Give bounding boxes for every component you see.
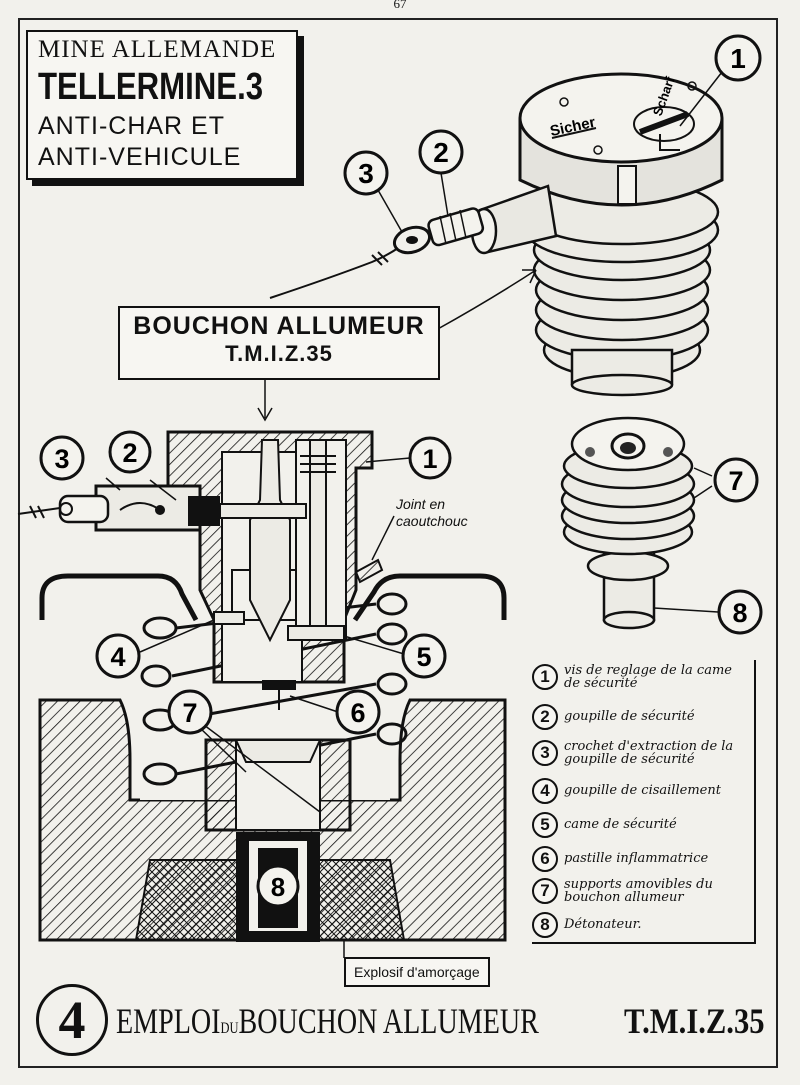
figure-number: 4 (36, 984, 108, 1056)
cross-section-view (17, 430, 507, 958)
legend-item: 1 vis de reglage de la came de sécurité (532, 664, 750, 690)
footer-heading-part-2: BOUCHON ALLUMEUR (238, 1001, 539, 1041)
legend-number: 2 (532, 704, 558, 730)
callout-5-section: 5 (401, 633, 447, 679)
svg-text:8: 8 (732, 598, 747, 628)
svg-text:3: 3 (54, 444, 69, 474)
legend-item: 5 came de sécurité (532, 812, 750, 838)
legend-number: 4 (532, 778, 558, 804)
callout-8-support: 8 (653, 589, 763, 635)
legend-item: 7 supports amovibles du bouchon allumeur (532, 878, 750, 904)
title-line-2: TELLERMINE.3 (38, 66, 264, 108)
callout-8-section: 8 (256, 864, 300, 908)
title-line-1: MINE ALLEMANDE (38, 36, 277, 63)
svg-text:6: 6 (350, 698, 365, 728)
callout-7-support: 7 (713, 457, 759, 503)
footer-heading: EMPLOIDUBOUCHON ALLUMEUR (116, 1000, 539, 1042)
page-number: 67 (393, 0, 407, 11)
svg-text:5: 5 (416, 642, 431, 672)
footer-heading-part-1: EMPLOI (116, 1001, 221, 1041)
legend-item: 8 Détonateur. (532, 912, 750, 938)
legend-item: 2 goupille de sécurité (532, 704, 750, 730)
callout-2-top: 2 (418, 129, 464, 217)
legend-item: 4 goupille de cisaillement (532, 778, 750, 804)
legend-text: crochet d'extraction de la goupille de s… (564, 739, 734, 767)
callout-4-section: 4 (95, 633, 141, 679)
fuze-exterior-view: Sicher Scharf (269, 72, 724, 397)
title-block: MINE ALLEMANDE TELLERMINE.3 ANTI-CHAR ET… (26, 30, 298, 180)
svg-text:7: 7 (182, 698, 197, 728)
svg-text:1: 1 (730, 43, 746, 74)
legend-text: goupille de sécurité (564, 709, 695, 724)
footer-title: 4 EMPLOIDUBOUCHON ALLUMEUR T.M.I.Z.35 (36, 978, 776, 1058)
bouchon-label: BOUCHON ALLUMEUR T.M.I.Z.35 (118, 306, 440, 380)
legend-number: 8 (532, 912, 558, 938)
fuze-thread-rings (524, 178, 720, 380)
svg-text:7: 7 (728, 466, 743, 496)
legend-number: 6 (532, 846, 558, 872)
legend-text: supports amovibles du bouchon allumeur (564, 877, 713, 905)
removable-support-view (560, 416, 713, 630)
callout-markers: 1 2 3 1 2 3 (39, 34, 763, 908)
callout-1-top: 1 (679, 34, 762, 127)
legend-text: came de sécurité (564, 817, 677, 832)
primer-explosive-label: Explosif d'amorçage (344, 957, 490, 987)
title-line-4: ANTI-VEHICULE (38, 143, 242, 171)
bouchon-label-line-1: BOUCHON ALLUMEUR (133, 312, 425, 340)
legend-text: vis de reglage de la came de sécurité (564, 663, 732, 691)
svg-text:3: 3 (358, 158, 374, 189)
footer-heading-du: DU (220, 1020, 239, 1037)
callout-1-section: 1 (408, 436, 452, 480)
legend-number: 7 (532, 878, 558, 904)
legend-text: goupille de cisaillement (564, 783, 721, 798)
legend-text: Détonateur. (564, 917, 642, 932)
legend-number: 3 (532, 740, 558, 766)
svg-text:2: 2 (433, 137, 449, 168)
title-line-3: ANTI-CHAR ET (38, 112, 225, 140)
legend: 1 vis de reglage de la came de sécurité … (532, 660, 756, 944)
callout-6-section: 6 (335, 689, 381, 735)
callout-7-section: 7 (167, 689, 213, 735)
legend-number: 5 (532, 812, 558, 838)
callout-2-section: 2 (108, 430, 152, 474)
legend-item: 3 crochet d'extraction de la goupille de… (532, 740, 750, 766)
page-frame (18, 18, 778, 1068)
footer-model: T.M.I.Z.35 (624, 1001, 765, 1041)
legend-item: 6 pastille inflammatrice (532, 846, 750, 872)
callout-3-top: 3 (343, 150, 403, 233)
svg-text:4: 4 (110, 642, 125, 672)
callout-3-section: 3 (39, 435, 85, 481)
bouchon-label-line-2: T.M.I.Z.35 (225, 341, 333, 366)
svg-text:2: 2 (122, 438, 137, 468)
gasket-label: Joint en caoutchouc (396, 496, 468, 529)
svg-text:1: 1 (422, 444, 437, 474)
svg-text:8: 8 (271, 872, 285, 902)
legend-number: 1 (532, 664, 558, 690)
legend-text: pastille inflammatrice (564, 851, 709, 866)
